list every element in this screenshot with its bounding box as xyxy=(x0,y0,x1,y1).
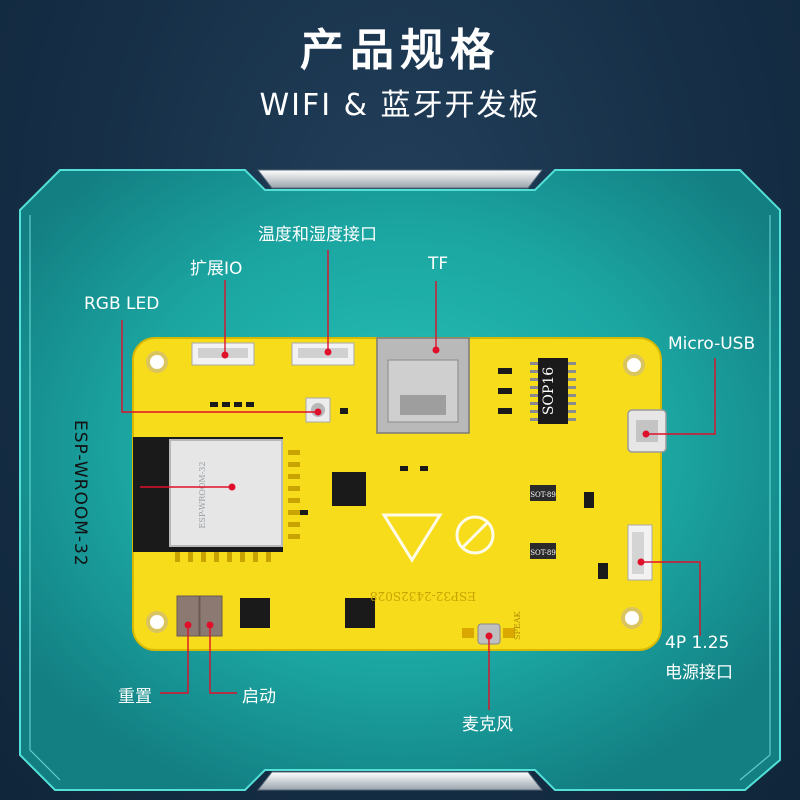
sop16-marking: SOP16 xyxy=(541,367,557,415)
label-boot: 启动 xyxy=(242,687,276,707)
page-title: 产品规格 xyxy=(300,25,500,76)
pointer-lines xyxy=(121,250,716,710)
tf-card-slot xyxy=(376,337,470,434)
label-temp-humidity: 温度和湿度接口 xyxy=(258,225,377,245)
mounting-holes xyxy=(146,351,645,633)
top-bar xyxy=(256,169,544,189)
pointer-dots xyxy=(184,346,650,640)
page-subtitle: WIFI & 蓝牙开发板 xyxy=(259,88,541,123)
sop16-chip: SOP16 xyxy=(530,358,576,424)
label-power-line2: 电源接口 xyxy=(665,663,733,683)
chip-sot89-1 xyxy=(530,485,556,501)
sot89-marking-2: SOT-89 xyxy=(530,549,556,557)
chip-qfn-2 xyxy=(240,598,270,628)
boot-button[interactable] xyxy=(199,595,223,637)
temp-humidity-connector xyxy=(291,342,355,366)
sot89-marking-1: SOT-89 xyxy=(530,491,556,499)
label-tf: TF xyxy=(428,254,449,274)
label-mic: 麦克风 xyxy=(462,715,513,735)
chip-qfn-3 xyxy=(345,598,375,628)
label-micro-usb: Micro-USB xyxy=(668,334,756,354)
label-rgb-led: RGB LED xyxy=(84,294,160,314)
module-marking: ESP-WROOM-32 xyxy=(198,462,207,529)
label-expansion-io: 扩展IO xyxy=(190,259,243,279)
label-esp-module: ESP-WROOM-32 xyxy=(70,420,90,567)
smd-components xyxy=(210,368,608,579)
board-marking: ESP32-2432S028 xyxy=(370,589,476,603)
chip-qfn-1 xyxy=(332,472,366,506)
label-power-line1: 4P 1.25 xyxy=(665,633,730,653)
bottom-bar xyxy=(256,771,544,791)
power-connector xyxy=(627,524,653,581)
chip-sot89-2 xyxy=(530,543,556,559)
esp-module-shield xyxy=(169,439,283,547)
label-reset: 重置 xyxy=(118,687,152,707)
speak-silkscreen: SPEAK xyxy=(513,611,522,640)
logo-silkscreen xyxy=(381,513,495,563)
